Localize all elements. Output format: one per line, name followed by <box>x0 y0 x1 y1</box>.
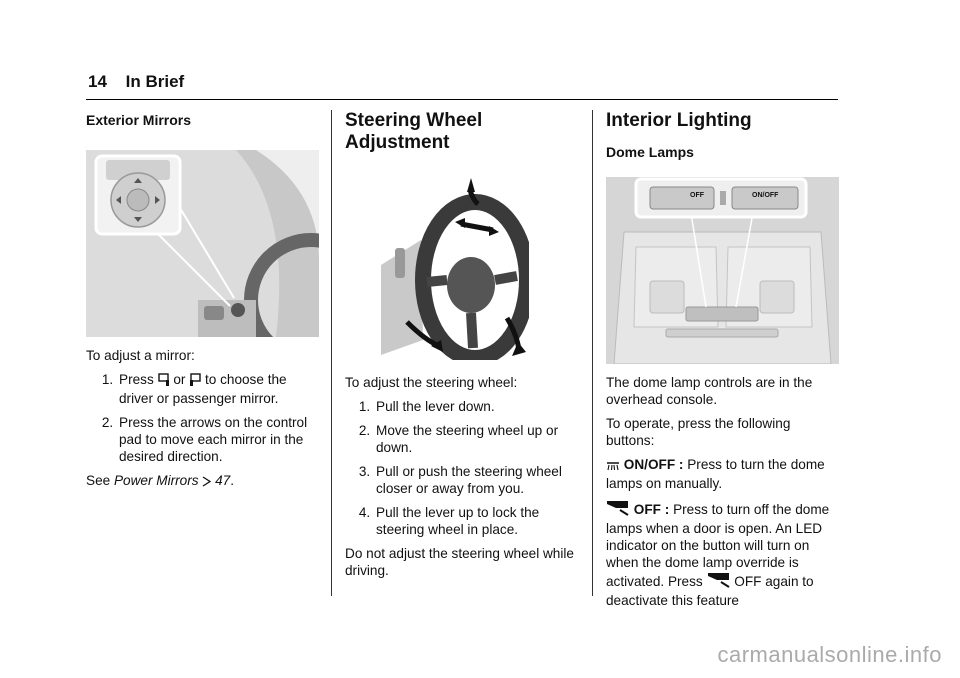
watermark: carmanualsonline.info <box>717 642 942 667</box>
figure-off-button-label: OFF <box>690 192 704 199</box>
right-mirror-icon <box>189 373 201 390</box>
mirror-step-2: Press the arrows on the control pad to m… <box>117 414 320 465</box>
page-number: 14 <box>88 72 107 91</box>
mirror-intro: To adjust a mirror: <box>86 348 195 363</box>
left-mirror-icon <box>157 373 170 390</box>
figure-onoff-button-label: ON/OFF <box>752 192 779 199</box>
steering-step-3: Pull or push the steering wheel closer o… <box>374 463 581 497</box>
steering-step-4: Pull the lever up to lock the steering w… <box>374 504 581 538</box>
steering-wheel-figure <box>381 170 535 366</box>
header-rule <box>86 99 838 100</box>
dome-lamps-heading: Dome Lamps <box>606 144 694 160</box>
steering-wheel-heading: Steering Wheel Adjustment <box>345 110 483 153</box>
interior-lighting-heading: Interior Lighting <box>606 110 752 131</box>
onoff-description: ON/OFF : Press to turn the dome lamps on… <box>606 457 825 491</box>
section-title: In Brief <box>125 72 185 91</box>
page-ref-icon <box>202 474 212 491</box>
dome-lamp-icon <box>606 458 620 475</box>
power-mirrors-page[interactable]: 47 <box>215 473 231 488</box>
power-mirrors-link[interactable]: Power Mirrors <box>113 473 199 488</box>
page-header: 14 In Brief <box>88 72 184 92</box>
steering-note: Do not adjust the steering wheel while d… <box>345 546 574 578</box>
column-divider-1 <box>331 110 332 596</box>
see-reference: See Power Mirrors 47. <box>86 472 320 491</box>
mirror-step-1: Press or to choose the driver or passeng… <box>117 371 320 407</box>
steering-step-1: Pull the lever down. <box>374 398 581 415</box>
exterior-mirrors-heading: Exterior Mirrors <box>86 112 192 128</box>
column-divider-2 <box>592 110 593 596</box>
off-description: OFF : Press to turn off the dome lamps w… <box>606 499 840 609</box>
column-exterior-mirrors: Exterior Mirrors To adjust a mirror: Pre… <box>86 108 320 498</box>
door-lamp-icon <box>606 499 630 520</box>
dome-intro: The dome lamp controls are in the overhe… <box>606 375 813 407</box>
overhead-console-figure <box>606 177 839 364</box>
steering-intro: To adjust the steering wheel: <box>345 375 518 390</box>
door-lamp-icon-inline <box>707 571 731 592</box>
steering-step-2: Move the steering wheel up or down. <box>374 422 581 456</box>
mirror-control-figure <box>86 150 319 337</box>
column-steering-wheel: Steering Wheel Adjustment To adjust the … <box>345 108 581 586</box>
dome-operate: To operate, press the following buttons: <box>606 416 791 448</box>
column-interior-lighting: Interior Lighting Dome Lamps OFF ON/OFF … <box>606 108 840 616</box>
